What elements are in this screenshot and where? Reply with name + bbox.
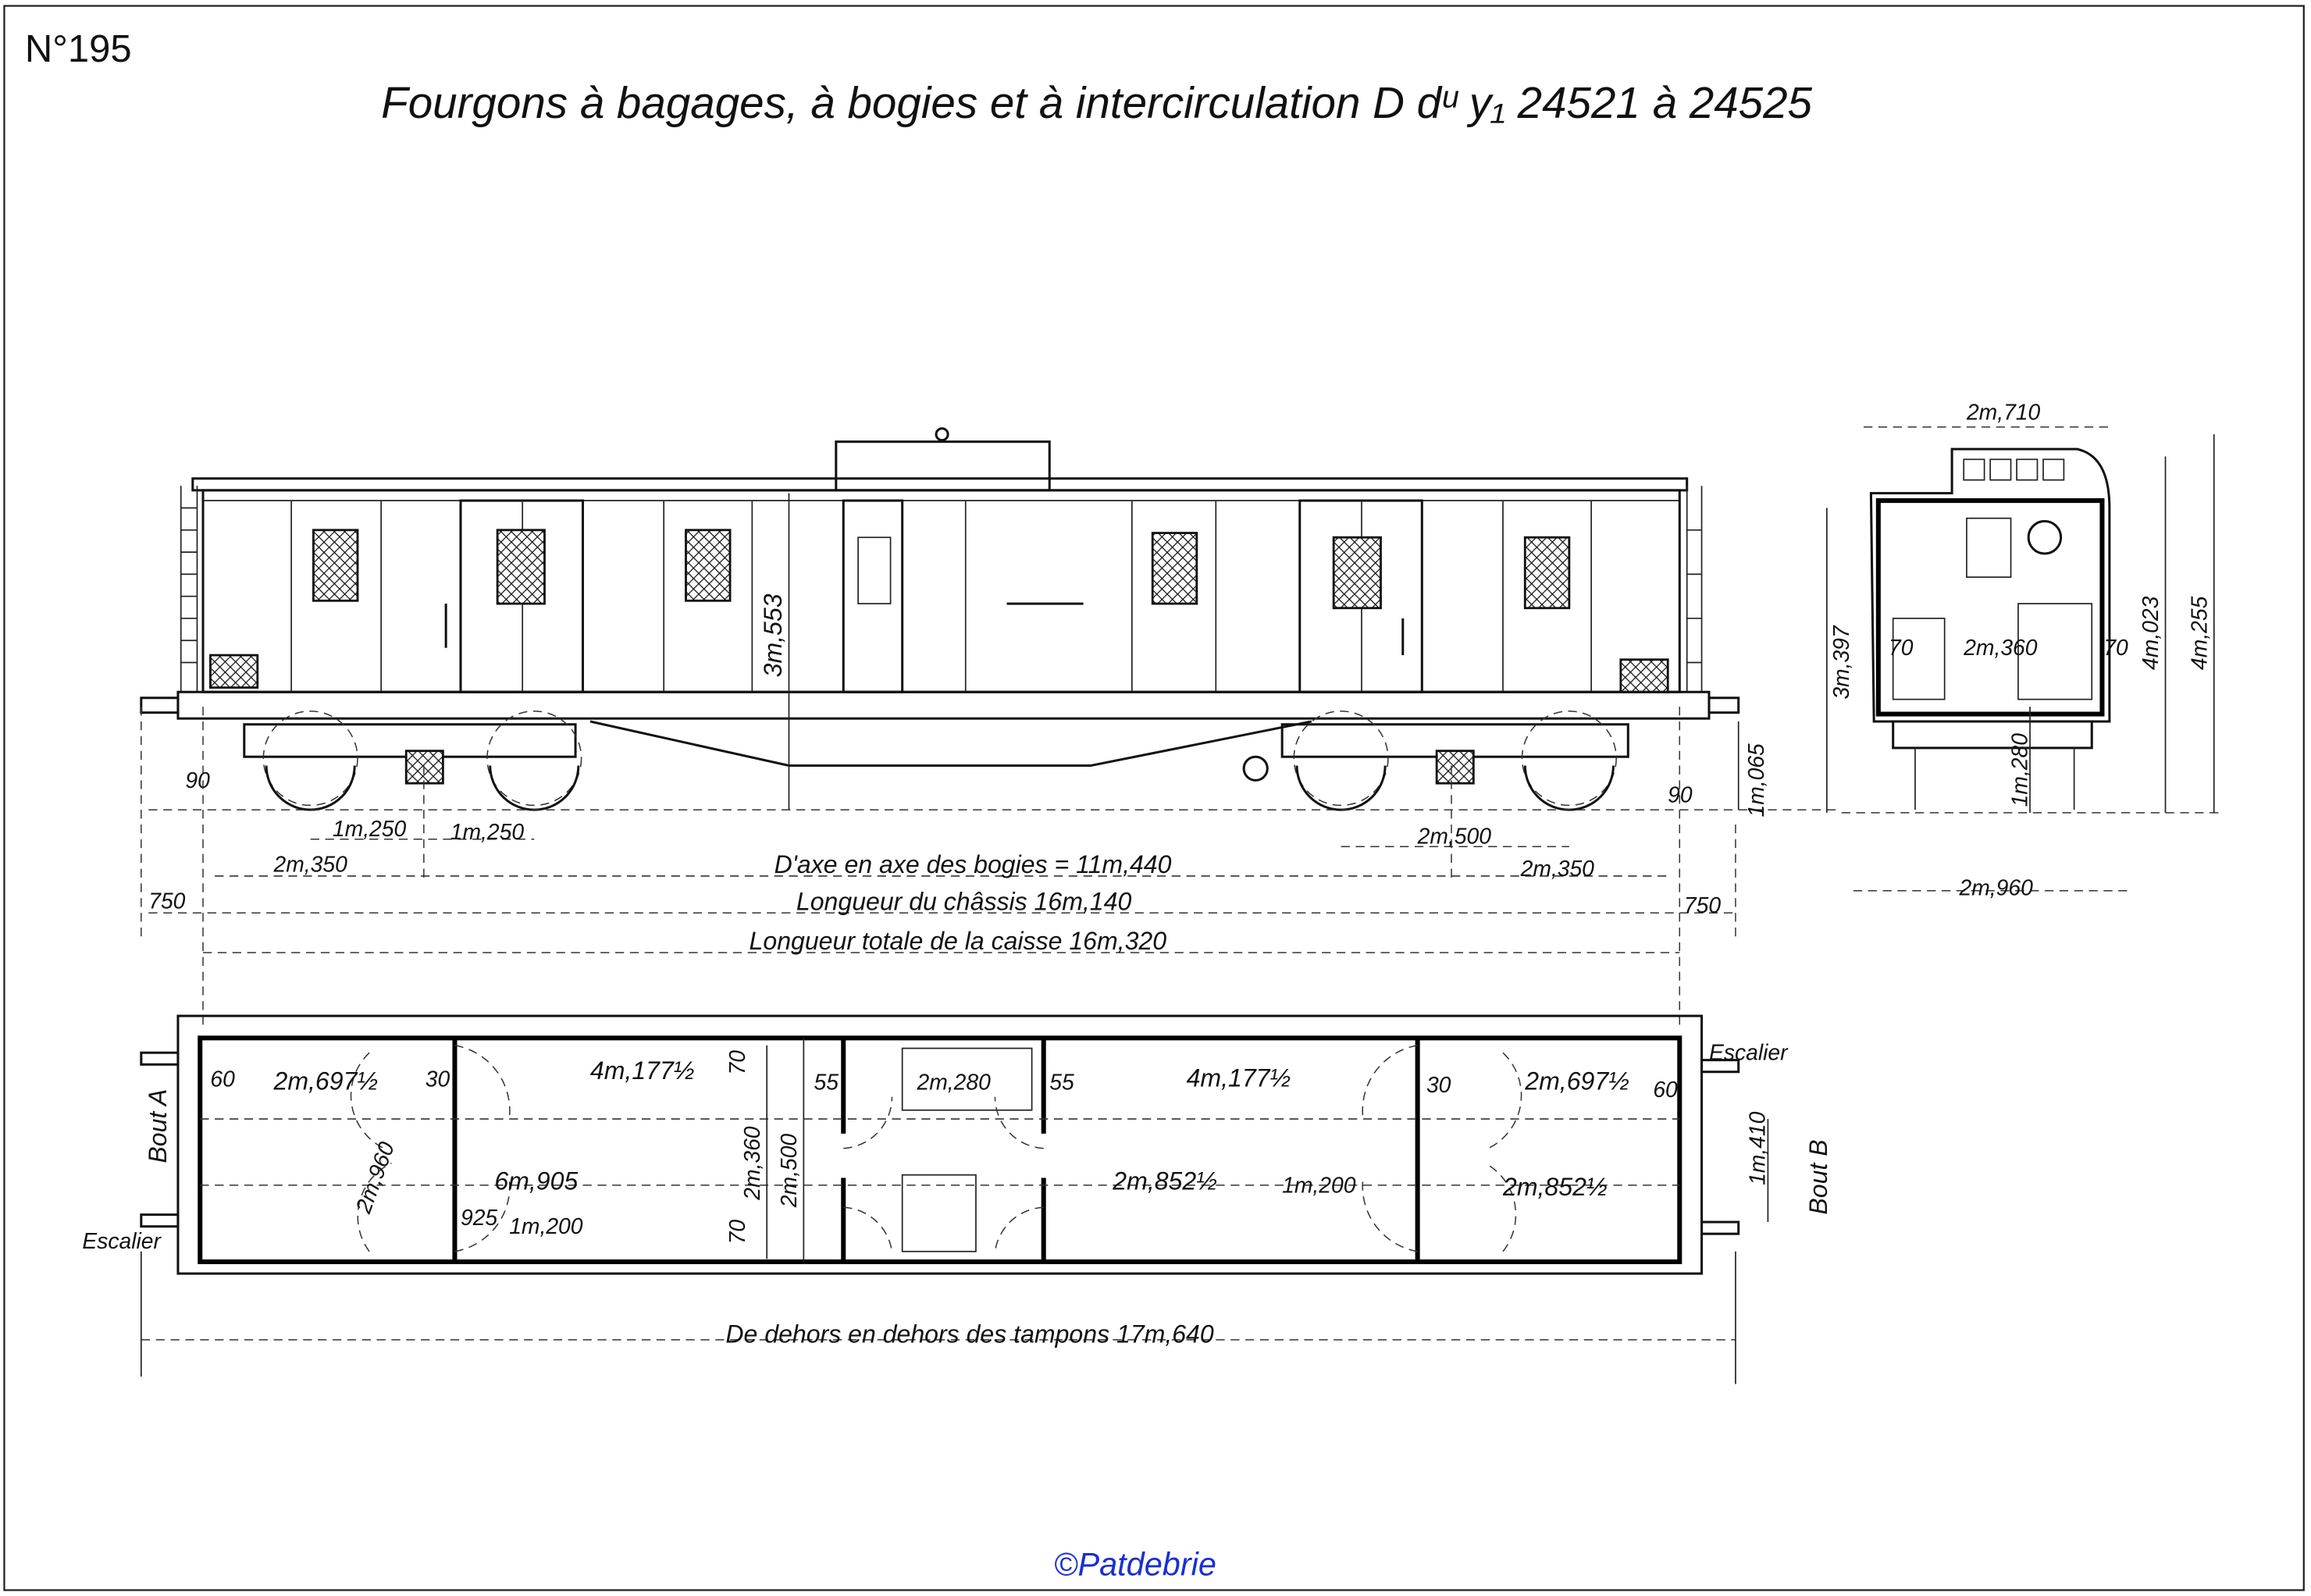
- end-a-label: Bout A: [144, 1089, 172, 1163]
- stair-left-label: Escalier: [82, 1228, 162, 1253]
- dim-70-top: 70: [725, 1050, 750, 1075]
- end-view: 2m,710 3m,397 4m,023 4m,255 2m,360 70 70…: [1825, 399, 2224, 900]
- end-inner-width: 2m,360: [1963, 635, 2038, 660]
- sheet-border: [3, 5, 2305, 1591]
- buffer-left: 750: [148, 888, 185, 913]
- dim-60-left: 60: [210, 1067, 235, 1092]
- floor-plan: Bout A Bout B Escalier Escalier 2m,697½ …: [82, 1014, 1832, 1384]
- bogie-centres-label: D'axe en axe des bogies = 11m,440: [774, 850, 1172, 878]
- door-width-left: 1m,200: [509, 1213, 583, 1238]
- end-b-label: Bout B: [1804, 1139, 1832, 1214]
- end-floor-height: 1m,280: [2007, 733, 2031, 807]
- end-width: 1m,410: [1745, 1111, 1770, 1185]
- car-height-label: 3m,553: [759, 593, 787, 677]
- rail-height-label: 1m,065: [1743, 743, 1768, 818]
- chassis-length-label: Longueur du châssis 16m,140: [796, 887, 1132, 915]
- dim-30-left: 30: [426, 1067, 450, 1092]
- end-height-a: 3m,397: [1829, 625, 1853, 700]
- end-width-top: 2m,710: [1966, 399, 2041, 424]
- dim-30-right: 30: [1426, 1072, 1451, 1097]
- buffer-right: 750: [1684, 892, 1721, 917]
- end-length-right: 2m,852½: [1502, 1173, 1608, 1201]
- comp1-length: 2m,697½: [273, 1067, 379, 1095]
- stair-right-label: Escalier: [1709, 1040, 1789, 1065]
- lookout-cupola: [835, 440, 1051, 492]
- comp3-length: 2m,280: [917, 1069, 992, 1094]
- end-overall-width: 2m,960: [1959, 875, 2034, 900]
- left-end-offset: 90: [185, 768, 210, 793]
- dim-55-right: 55: [1049, 1069, 1074, 1094]
- comp4-length: 4m,177½: [1187, 1064, 1291, 1092]
- diagonal-dim: 2m,960: [350, 1138, 399, 1217]
- dim-60-right: 60: [1653, 1077, 1678, 1102]
- gangway-length: 6m,905: [494, 1167, 578, 1195]
- bogie-right: [1242, 710, 1629, 811]
- door-width-right: 1m,200: [1282, 1172, 1356, 1197]
- car-body: [201, 489, 1681, 693]
- right-end-offset: 90: [1668, 782, 1693, 807]
- side-elevation: 3m,553 90 90 1m,065 1m,250 1m,250 2m,500…: [140, 427, 1842, 1031]
- body-length-label: Longueur totale de la caisse 16m,320: [750, 927, 1167, 955]
- copyright-watermark: ©Patdebrie: [1054, 1546, 1216, 1583]
- bogie-wheelbase: 2m,500: [1417, 823, 1492, 848]
- dim-55-left: 55: [814, 1069, 839, 1094]
- end-height-b: 4m,023: [2138, 596, 2163, 670]
- axle-spacing-b: 1m,250: [450, 819, 525, 844]
- end-to-bogie-left: 2m,350: [273, 851, 348, 876]
- office-length: 2m,852½: [1112, 1167, 1217, 1195]
- end-height-c: 4m,255: [2186, 596, 2211, 670]
- sheet-number: N°195: [25, 28, 132, 70]
- dim-70-bottom: 70: [725, 1220, 750, 1245]
- sheet-title: Fourgons à bagages, à bogies et à interc…: [381, 78, 1812, 127]
- buffers-length-label: De dehors en dehors des tampons 17m,640: [725, 1320, 1213, 1348]
- comp2-length: 4m,177½: [590, 1056, 695, 1085]
- bogie-left: [243, 710, 582, 811]
- width-outer: 2m,500: [776, 1134, 801, 1209]
- axle-spacing-a: 1m,250: [333, 816, 407, 841]
- comp5-length: 2m,697½: [1524, 1067, 1629, 1095]
- dim-925: 925: [461, 1205, 497, 1230]
- end-to-bogie-right: 2m,350: [1520, 856, 1595, 881]
- end-side-left: 70: [1889, 635, 1914, 660]
- width-inner: 2m,360: [739, 1126, 764, 1201]
- end-side-right: 70: [2103, 635, 2128, 660]
